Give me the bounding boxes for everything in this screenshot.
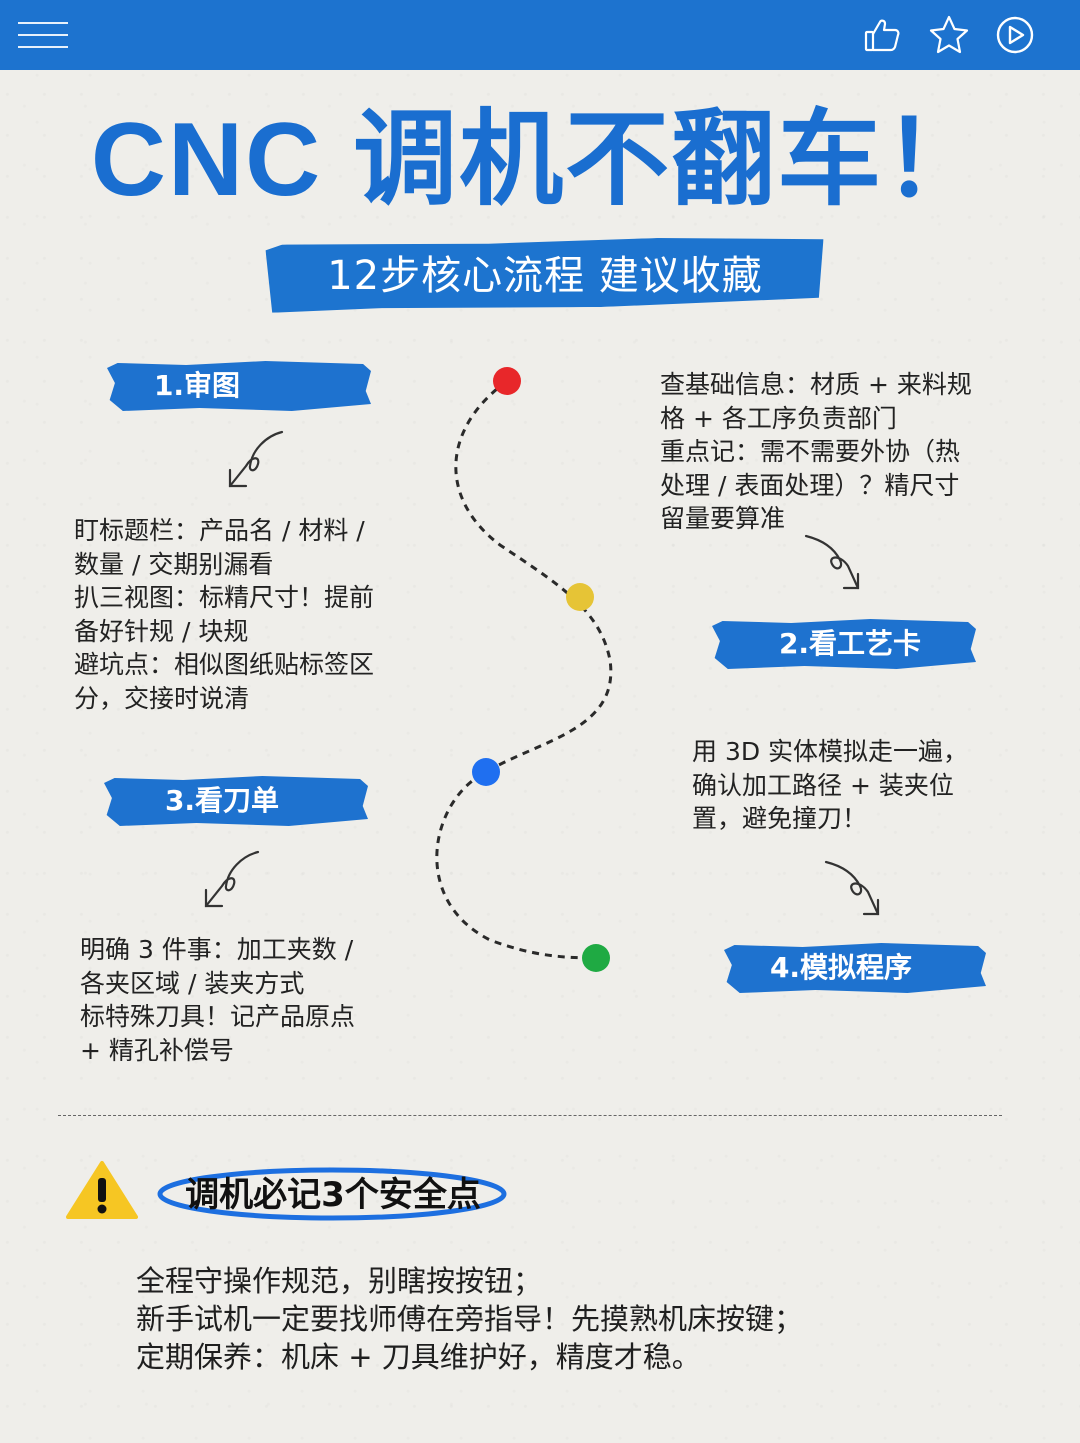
step2-text: 查基础信息：材质 + 来料规 格 + 各工序负责部门 重点记：需不需要外协（热 … (660, 370, 972, 533)
step3-label: 3.看刀单 (164, 784, 280, 817)
step1-label-bg (107, 361, 371, 411)
thumbs-up-icon (864, 19, 900, 52)
step2-arrow-icon (804, 534, 860, 590)
step4-label-bg (724, 943, 986, 993)
step4-label: 4.模拟程序 (769, 951, 913, 984)
subtitle: 12步核心流程 建议收藏 (327, 253, 763, 299)
safety-heading: 调机必记3个安全点 (185, 1175, 481, 1215)
play-button[interactable] (994, 14, 1036, 56)
path-dot-red (493, 367, 521, 395)
section-divider (58, 1115, 1002, 1116)
menu-icon[interactable] (18, 20, 68, 50)
highlight-ring (157, 1167, 507, 1221)
step4-text: 用 3D 实体模拟走一遍， 确认加工路径 + 装夹位 置，避免撞刀！ (692, 737, 969, 833)
top-bar (0, 0, 1080, 70)
safety-list: 全程守操作规范，别瞎按按钮； 新手试机一定要找师傅在旁指导！先摸熟机床按键； 定… (136, 1264, 804, 1374)
path-dot-blue (472, 758, 500, 786)
page-title: CNC 调机不翻车！ (90, 102, 990, 218)
like-button[interactable] (862, 14, 904, 56)
path-dot-yellow (566, 583, 594, 611)
play-icon (996, 16, 1034, 54)
step1-label: 1.审图 (153, 369, 241, 402)
favorite-button[interactable] (928, 14, 970, 56)
step3-label-bg (104, 776, 368, 826)
step3-text: 明确 3 件事：加工夹数 / 各夹区域 / 装夹方式 标特殊刀具！记产品原点 +… (80, 935, 356, 1065)
warning-icon (66, 1161, 138, 1219)
step2-label: 2.看工艺卡 (778, 627, 922, 660)
step1-text: 盯标题栏：产品名 / 材料 / 数量 / 交期别漏看 扒三视图：标精尺寸！提前 … (74, 516, 375, 713)
step2-label-bg (712, 619, 976, 669)
step3-arrow-icon (204, 850, 260, 908)
step4-arrow-icon (824, 860, 880, 916)
top-actions (862, 14, 1036, 56)
star-icon (929, 15, 969, 54)
path-dot-green (582, 944, 610, 972)
step1-arrow-icon (228, 430, 284, 488)
